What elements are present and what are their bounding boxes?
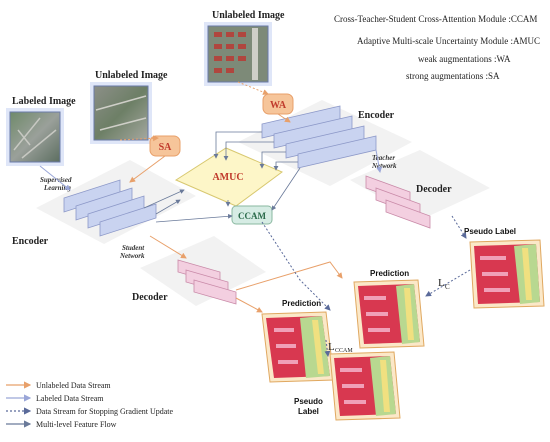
- unlabeled-streams: [119, 81, 343, 313]
- labeled-image-panel: Labeled Image: [6, 96, 76, 166]
- teacher-network-label-2: Network: [371, 162, 397, 170]
- abbr-wa: weak augmentations :WA: [418, 54, 511, 64]
- teacher-encoder: [261, 105, 377, 169]
- ccam-module: CCAM: [231, 205, 273, 225]
- legend-label-stop-gradient: Data Stream for Stopping Gradient Update: [36, 407, 174, 416]
- student-decoder: [177, 259, 237, 305]
- amuc-module: AMUC: [174, 147, 283, 207]
- unlabeled-image-panel-2: Unlabeled Image: [204, 10, 285, 86]
- loss-lccam: L CCAM: [328, 341, 353, 354]
- prediction-label-2: Prediction: [370, 269, 409, 278]
- abbr-sa: strong augmentations :SA: [406, 71, 500, 81]
- svg-text:L: L: [438, 277, 445, 289]
- abbreviation-list: Cross-Teacher-Student Cross-Attention Mo…: [334, 14, 540, 81]
- prediction-tile-1: Prediction: [261, 299, 335, 383]
- supervised-learning-label-1: Supervised: [40, 176, 72, 184]
- teacher-network-label-1: Teacher: [372, 154, 395, 162]
- svg-text:CCAM: CCAM: [335, 348, 353, 354]
- legend-label-feature-flow: Multi-level Feature Flow: [36, 420, 117, 429]
- prediction-label-1: Prediction: [282, 299, 321, 308]
- wa-module: WA: [262, 93, 294, 115]
- sa-label: SA: [159, 142, 173, 153]
- prediction-tile-2: Prediction: [353, 269, 425, 349]
- pseudo-label-bottom-2: Label: [298, 407, 319, 416]
- unlabeled-image-panel-1: Unlabeled Image: [90, 70, 168, 144]
- legend-label-labeled: Labeled Data Stream: [36, 394, 104, 403]
- unlabeled-image-title-2: Unlabeled Image: [212, 10, 285, 21]
- wa-label: WA: [270, 100, 287, 111]
- stop-gradient-streams: [261, 215, 471, 357]
- svg-text:C: C: [445, 283, 450, 291]
- abbr-ccam: Cross-Teacher-Student Cross-Attention Mo…: [334, 14, 537, 24]
- loss-lc: L C: [438, 277, 450, 291]
- svg-text:L: L: [328, 341, 335, 353]
- teacher-decoder: [365, 175, 431, 229]
- student-network-label-1: Student: [122, 244, 145, 252]
- labeled-streams: [39, 149, 383, 191]
- student-network-label-2: Network: [119, 252, 145, 260]
- ccam-label: CCAM: [238, 211, 266, 221]
- legend-label-unlabeled: Unlabeled Data Stream: [36, 381, 111, 390]
- student-decoder-label: Decoder: [132, 292, 168, 303]
- sa-module: SA: [149, 135, 181, 157]
- pseudo-label-tile-bottom: Pseudo Label: [294, 351, 401, 421]
- student-encoder-label: Encoder: [12, 236, 49, 247]
- unlabeled-image-title-1: Unlabeled Image: [95, 70, 168, 81]
- rooftops: [214, 32, 246, 73]
- teacher-encoder-label: Encoder: [358, 110, 395, 121]
- road: [252, 28, 258, 80]
- abbr-amuc: Adaptive Multi-scale Uncertainty Module …: [357, 36, 540, 46]
- unlabeled-image-roads-1: [95, 95, 147, 131]
- pseudo-label-top: Pseudo Label: [464, 227, 516, 236]
- teacher-decoder-platform: [350, 150, 490, 220]
- labeled-image-roads: [13, 117, 57, 159]
- labeled-image: [9, 111, 61, 163]
- supervised-learning-label-2: Learning: [43, 184, 71, 192]
- teacher-decoder-label: Decoder: [416, 184, 452, 195]
- student-encoder: [63, 179, 157, 237]
- pseudo-label-bottom-1: Pseudo: [294, 397, 323, 406]
- feature-flows: [143, 131, 301, 223]
- unlabeled-image-1: [93, 85, 149, 141]
- labeled-image-title: Labeled Image: [12, 96, 76, 107]
- legend: Unlabeled Data Stream Labeled Data Strea…: [6, 381, 174, 429]
- pseudo-label-tile-top: Pseudo Label: [464, 227, 545, 309]
- amuc-label: AMUC: [212, 172, 243, 183]
